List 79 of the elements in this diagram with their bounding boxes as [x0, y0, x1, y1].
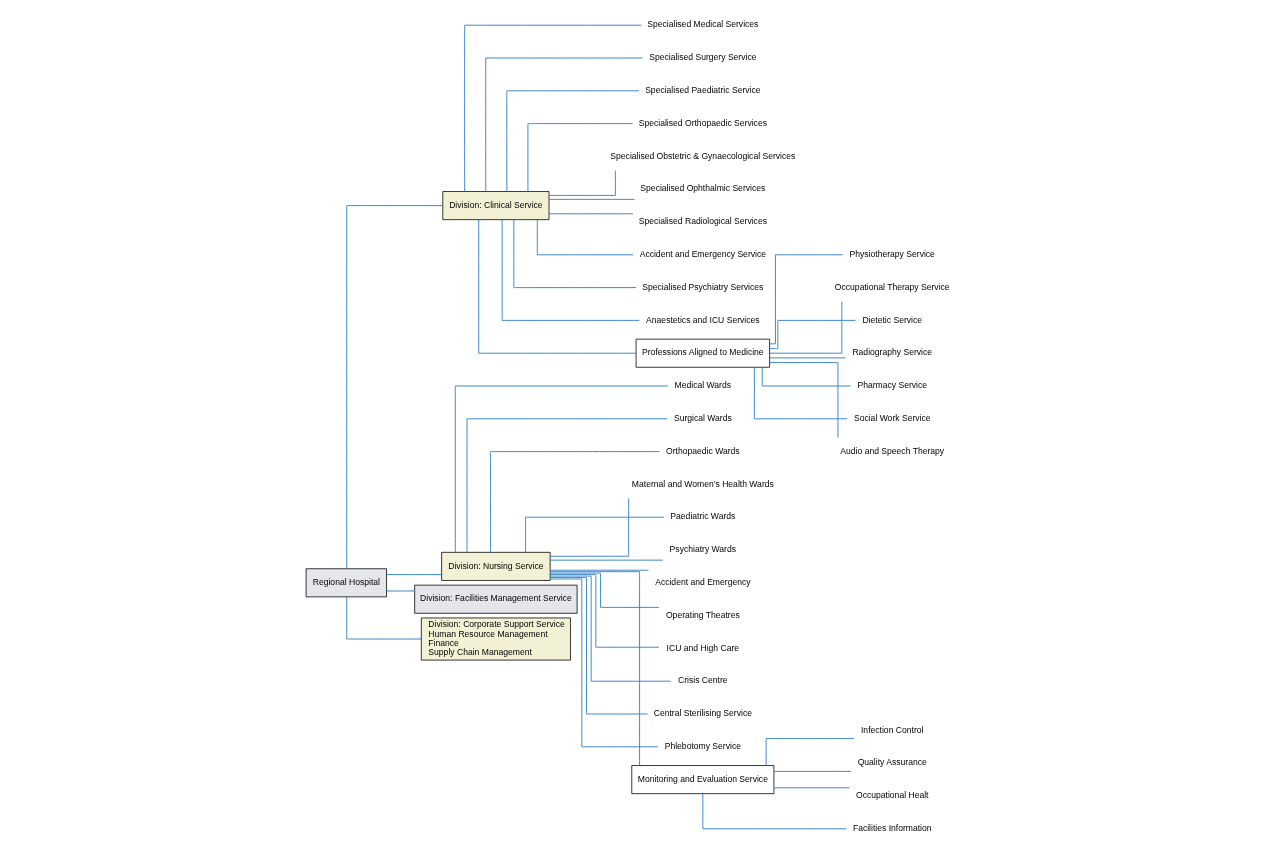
connector: [536, 219, 634, 256]
node-text: ICU and High Care: [666, 642, 739, 653]
node-text: Anaestetics and ICU Services: [645, 314, 760, 325]
connector: [549, 572, 659, 608]
node-text: Occupational Healt: [855, 790, 928, 801]
connector: [768, 254, 843, 345]
node-text: Social Work Service: [853, 412, 931, 423]
connector: [524, 516, 664, 553]
node-text: Paediatric Wards: [669, 511, 735, 522]
node-text: Dietetic Service: [861, 314, 922, 325]
node-text: Orthopaedic Wards: [665, 445, 740, 456]
node-box: Professions Aligned to Medicine: [635, 338, 770, 368]
node-text: Specialised Radiological Services: [638, 216, 767, 227]
node-text: Central Sterilising Service: [653, 708, 752, 719]
node-text: Radiography Service: [851, 347, 932, 358]
connector: [548, 213, 633, 215]
node-text: Audio and Speech Therapy: [839, 445, 944, 456]
node-text: Specialised Paediatric Service: [644, 84, 761, 95]
node-box: Division: Clinical Service: [441, 191, 549, 221]
node-text: Phlebotomy Service: [664, 740, 741, 751]
node-text: Specialised Obstetric & Gynaecological Services: [609, 150, 795, 161]
node-box: Regional Hospital: [305, 568, 387, 598]
connector: [549, 498, 629, 557]
connector: [385, 590, 415, 592]
node-text: Physiotherapy Service: [849, 248, 935, 259]
connector: [454, 385, 668, 553]
node-text: Medical Wards: [674, 380, 731, 391]
connector: [549, 577, 648, 715]
node-box: Division: Corporate Support Service Human Resource Management Finance Supply Chain Management: [420, 617, 571, 661]
connector: [505, 90, 639, 192]
connector: [549, 575, 671, 682]
node-text: Occupational Therapy Service: [834, 281, 950, 292]
connector: [753, 366, 848, 420]
node-text: Operating Theatres: [665, 609, 740, 620]
node-text: Specialised Psychiatry Services: [641, 281, 763, 292]
node-text: Specialised Medical Services: [646, 19, 758, 30]
node-text: Specialised Orthopaedic Services: [638, 117, 767, 128]
node-text: Facilities Information: [852, 822, 932, 833]
connector: [773, 787, 850, 789]
node-text: Specialised Surgery Service: [648, 52, 756, 63]
connector: [701, 793, 847, 830]
connector: [501, 219, 640, 321]
node-text: Pharmacy Service: [856, 380, 927, 391]
connector: [765, 738, 854, 766]
connector: [484, 57, 643, 192]
connector: [548, 198, 635, 200]
node-text: Maternal and Women’s Health Wards: [631, 478, 774, 489]
node-text: Specialised Ophthalmic Services: [639, 183, 765, 194]
connector: [761, 366, 851, 387]
connector: [385, 574, 442, 576]
connector: [526, 123, 633, 192]
connector: [768, 357, 846, 359]
connector: [477, 219, 636, 354]
connector: [345, 596, 422, 640]
connector: [768, 301, 842, 354]
node-text: Infection Control: [860, 724, 923, 735]
connector: [549, 578, 658, 748]
node-box: Division: Nursing Service: [440, 551, 551, 581]
connector: [345, 205, 443, 570]
connector: [549, 569, 649, 571]
node-text: Accident and Emergency Service: [639, 248, 766, 259]
connector: [549, 571, 640, 766]
connector: [549, 559, 663, 561]
connector: [463, 24, 642, 192]
node-text: Surgical Wards: [673, 412, 732, 423]
node-text: Accident and Emergency: [654, 576, 751, 587]
connector: [466, 418, 668, 553]
connector: [512, 219, 637, 289]
connector: [768, 362, 838, 438]
node-text: Crisis Centre: [677, 675, 728, 686]
node-text: Psychiatry Wards: [669, 544, 736, 555]
node-text: Quality Assurance: [857, 757, 927, 768]
connector: [768, 319, 856, 349]
node-box: Division: Facilities Management Service: [413, 584, 577, 614]
connector: [773, 770, 852, 772]
connector: [548, 170, 616, 196]
connector: [549, 574, 659, 648]
connector: [489, 451, 660, 553]
node-box: Monitoring and Evaluation Service: [630, 765, 774, 795]
